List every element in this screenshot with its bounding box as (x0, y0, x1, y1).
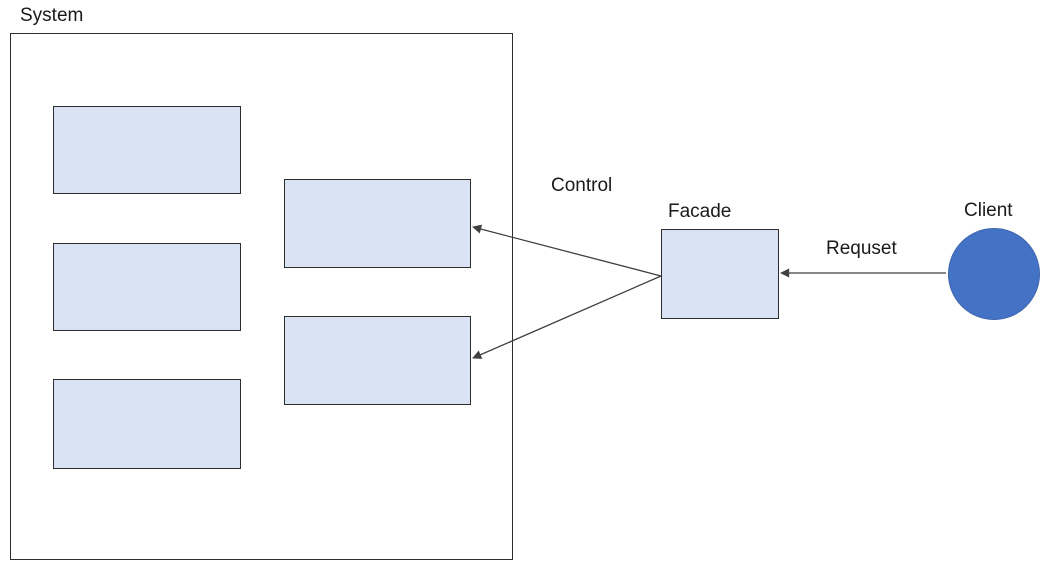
subsystem-box-4 (284, 179, 471, 268)
request-arrow-label: Requset (826, 238, 897, 259)
client-circle (948, 228, 1040, 320)
subsystem-box-5 (284, 316, 471, 405)
client-label: Client (964, 200, 1013, 221)
facade-box (661, 229, 779, 319)
subsystem-box-3 (53, 379, 241, 469)
subsystem-box-1 (53, 106, 241, 194)
system-boundary-box (10, 33, 513, 560)
facade-label: Facade (668, 201, 732, 222)
subsystem-box-2 (53, 243, 241, 331)
control-arrow-label: Control (551, 175, 613, 196)
system-label: System (20, 5, 84, 26)
